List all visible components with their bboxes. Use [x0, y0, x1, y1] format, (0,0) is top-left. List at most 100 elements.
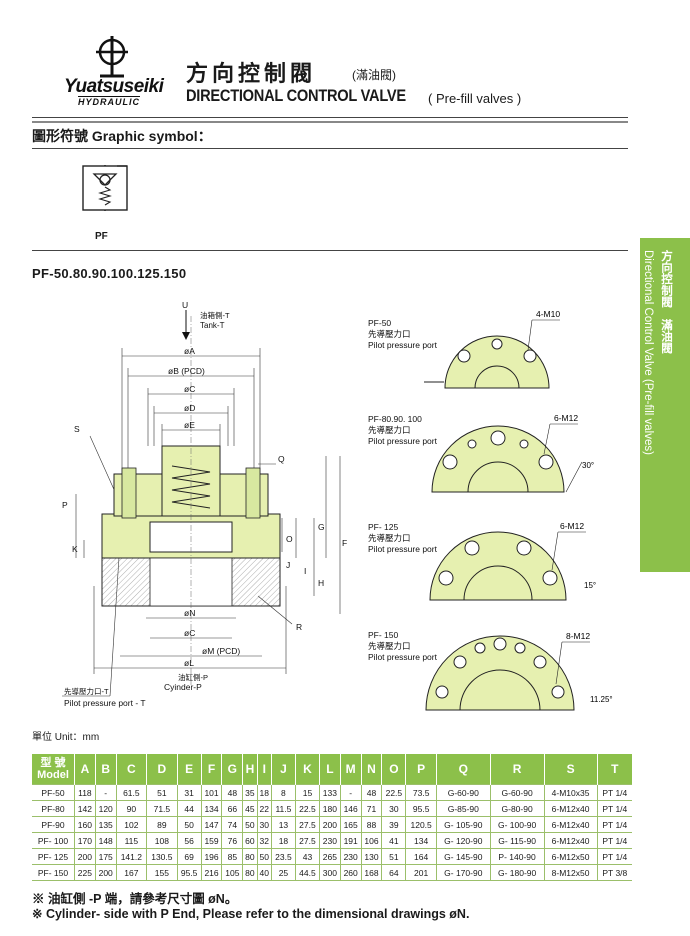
- table-cell: 8: [271, 784, 296, 801]
- model-header-en: Model: [37, 769, 69, 781]
- table-cell: 115: [116, 832, 148, 849]
- pilot-cn-label: 先導壓力口-T: [64, 686, 109, 696]
- symbol-caption: PF: [95, 231, 108, 242]
- table-header-col: N: [361, 754, 383, 785]
- page-title-en: DIRECTIONAL CONTROL VALVE: [186, 86, 406, 105]
- table-header-col: T: [597, 754, 632, 785]
- table-cell: 22.5: [295, 800, 320, 817]
- view-caption-pf50: PF-50 先導壓力口 Pilot pressure port: [368, 318, 437, 351]
- end-view-pf150: 8-M12 11.25°: [425, 631, 613, 711]
- table-cell: 95.5: [405, 800, 437, 817]
- table-cell: 159: [201, 832, 223, 849]
- side-tab-en: Directional Control Valve (Pre-fill valv…: [642, 250, 654, 455]
- table-cell: 170: [74, 832, 96, 849]
- table-cell: 105: [221, 864, 244, 881]
- divider: [32, 148, 628, 149]
- table-cell: 146: [340, 800, 362, 817]
- table-cell: 43: [295, 848, 320, 865]
- cylinder-cn-label: 油缸側-P: [178, 672, 208, 682]
- table-cell: PT 1/4: [597, 800, 632, 817]
- table-cell-model: PF-80: [32, 800, 75, 817]
- divider: [32, 117, 628, 118]
- table-cell: 51: [381, 848, 407, 865]
- table-header-col: L: [319, 754, 341, 785]
- pilot-en-label: Pilot pressure port - T: [64, 698, 146, 708]
- table-cell: 201: [405, 864, 437, 881]
- table-cell: 230: [340, 848, 362, 865]
- table-cell: 102: [116, 816, 148, 833]
- table-header-col: O: [381, 754, 407, 785]
- table-cell: 66: [221, 800, 244, 817]
- end-view-pf80: 6-M12 30°: [431, 413, 594, 493]
- label-o: O: [286, 534, 293, 544]
- bolt-spec: 6-M12: [560, 521, 584, 531]
- graphic-symbol-label: 圖形符號 Graphic symbol：: [32, 128, 212, 144]
- table-cell: 148: [95, 832, 117, 849]
- table-cell: 142: [74, 800, 96, 817]
- dim-d: øD: [184, 403, 195, 413]
- label-i: I: [304, 566, 306, 576]
- table-cell: 4-M10x35: [544, 784, 598, 801]
- table-cell: 265: [319, 848, 341, 865]
- brand-subtitle: HYDRAULIC: [78, 96, 140, 107]
- table-cell: 50: [242, 816, 258, 833]
- table-cell: 32: [257, 832, 272, 849]
- table-cell-model: PF- 100: [32, 832, 75, 849]
- label-p: P: [62, 500, 68, 510]
- tank-en-label: Tank-T: [200, 321, 225, 330]
- table-cell: 71: [361, 800, 383, 817]
- table-cell: G- 115-90: [490, 832, 545, 849]
- dim-e: øE: [184, 420, 195, 430]
- cylinder-en-label: Cyinder-P: [164, 682, 202, 692]
- page-title-cn-sub: (滿油閥): [352, 68, 396, 82]
- table-cell: PT 3/8: [597, 864, 632, 881]
- dim-a: øA: [184, 346, 195, 356]
- table-cell: 48: [361, 784, 383, 801]
- label-h: H: [318, 578, 324, 588]
- table-cell: 48: [221, 784, 244, 801]
- table-cell: 120: [95, 800, 117, 817]
- table-cell: 30: [257, 816, 272, 833]
- table-cell: 39: [381, 816, 407, 833]
- table-cell: 225: [74, 864, 96, 881]
- view-port-cn: 先導壓力口: [368, 425, 411, 435]
- table-cell: G- 170-90: [436, 864, 491, 881]
- dim-b: øB (PCD): [168, 366, 205, 376]
- table-cell: G-85-90: [436, 800, 491, 817]
- table-cell: 130: [361, 848, 383, 865]
- table-cell: 106: [361, 832, 383, 849]
- table-cell: G- 120-90: [436, 832, 491, 849]
- table-cell: G-60-90: [436, 784, 491, 801]
- table-cell: PT 1/4: [597, 784, 632, 801]
- dim-c: øC: [184, 384, 195, 394]
- table-cell: G-80-90: [490, 800, 545, 817]
- table-cell: 44.5: [295, 864, 320, 881]
- page-title-cn: 方向控制閥: [186, 61, 317, 86]
- table-header-col: G: [221, 754, 244, 785]
- table-cell: 165: [340, 816, 362, 833]
- table-cell: 147: [201, 816, 223, 833]
- brand-name: Yuatsuseiki: [64, 76, 164, 97]
- dim-n: øN: [184, 608, 195, 618]
- table-cell: 11.5: [271, 800, 296, 817]
- side-tab: 方向控制閥 滿油閥 Directional Control Valve (Pre…: [640, 238, 690, 572]
- table-header-col: A: [74, 754, 96, 785]
- table-cell: 61.5: [116, 784, 148, 801]
- table-cell: 90: [116, 800, 148, 817]
- dim-c-lower: øC: [184, 628, 195, 638]
- table-cell: 13: [271, 816, 296, 833]
- table-cell: 8-M12x50: [544, 864, 598, 881]
- view-port-en: Pilot pressure port: [368, 544, 437, 554]
- table-header-col: Q: [436, 754, 491, 785]
- table-cell: 35: [242, 784, 258, 801]
- label-j: J: [286, 560, 290, 570]
- table-cell: 23.5: [271, 848, 296, 865]
- table-header-col: M: [340, 754, 362, 785]
- bolt-angle: 15°: [584, 581, 596, 590]
- unit-label: 單位 Unit：mm: [32, 732, 100, 743]
- table-cell: 6-M12x40: [544, 832, 598, 849]
- label-f: F: [342, 538, 347, 548]
